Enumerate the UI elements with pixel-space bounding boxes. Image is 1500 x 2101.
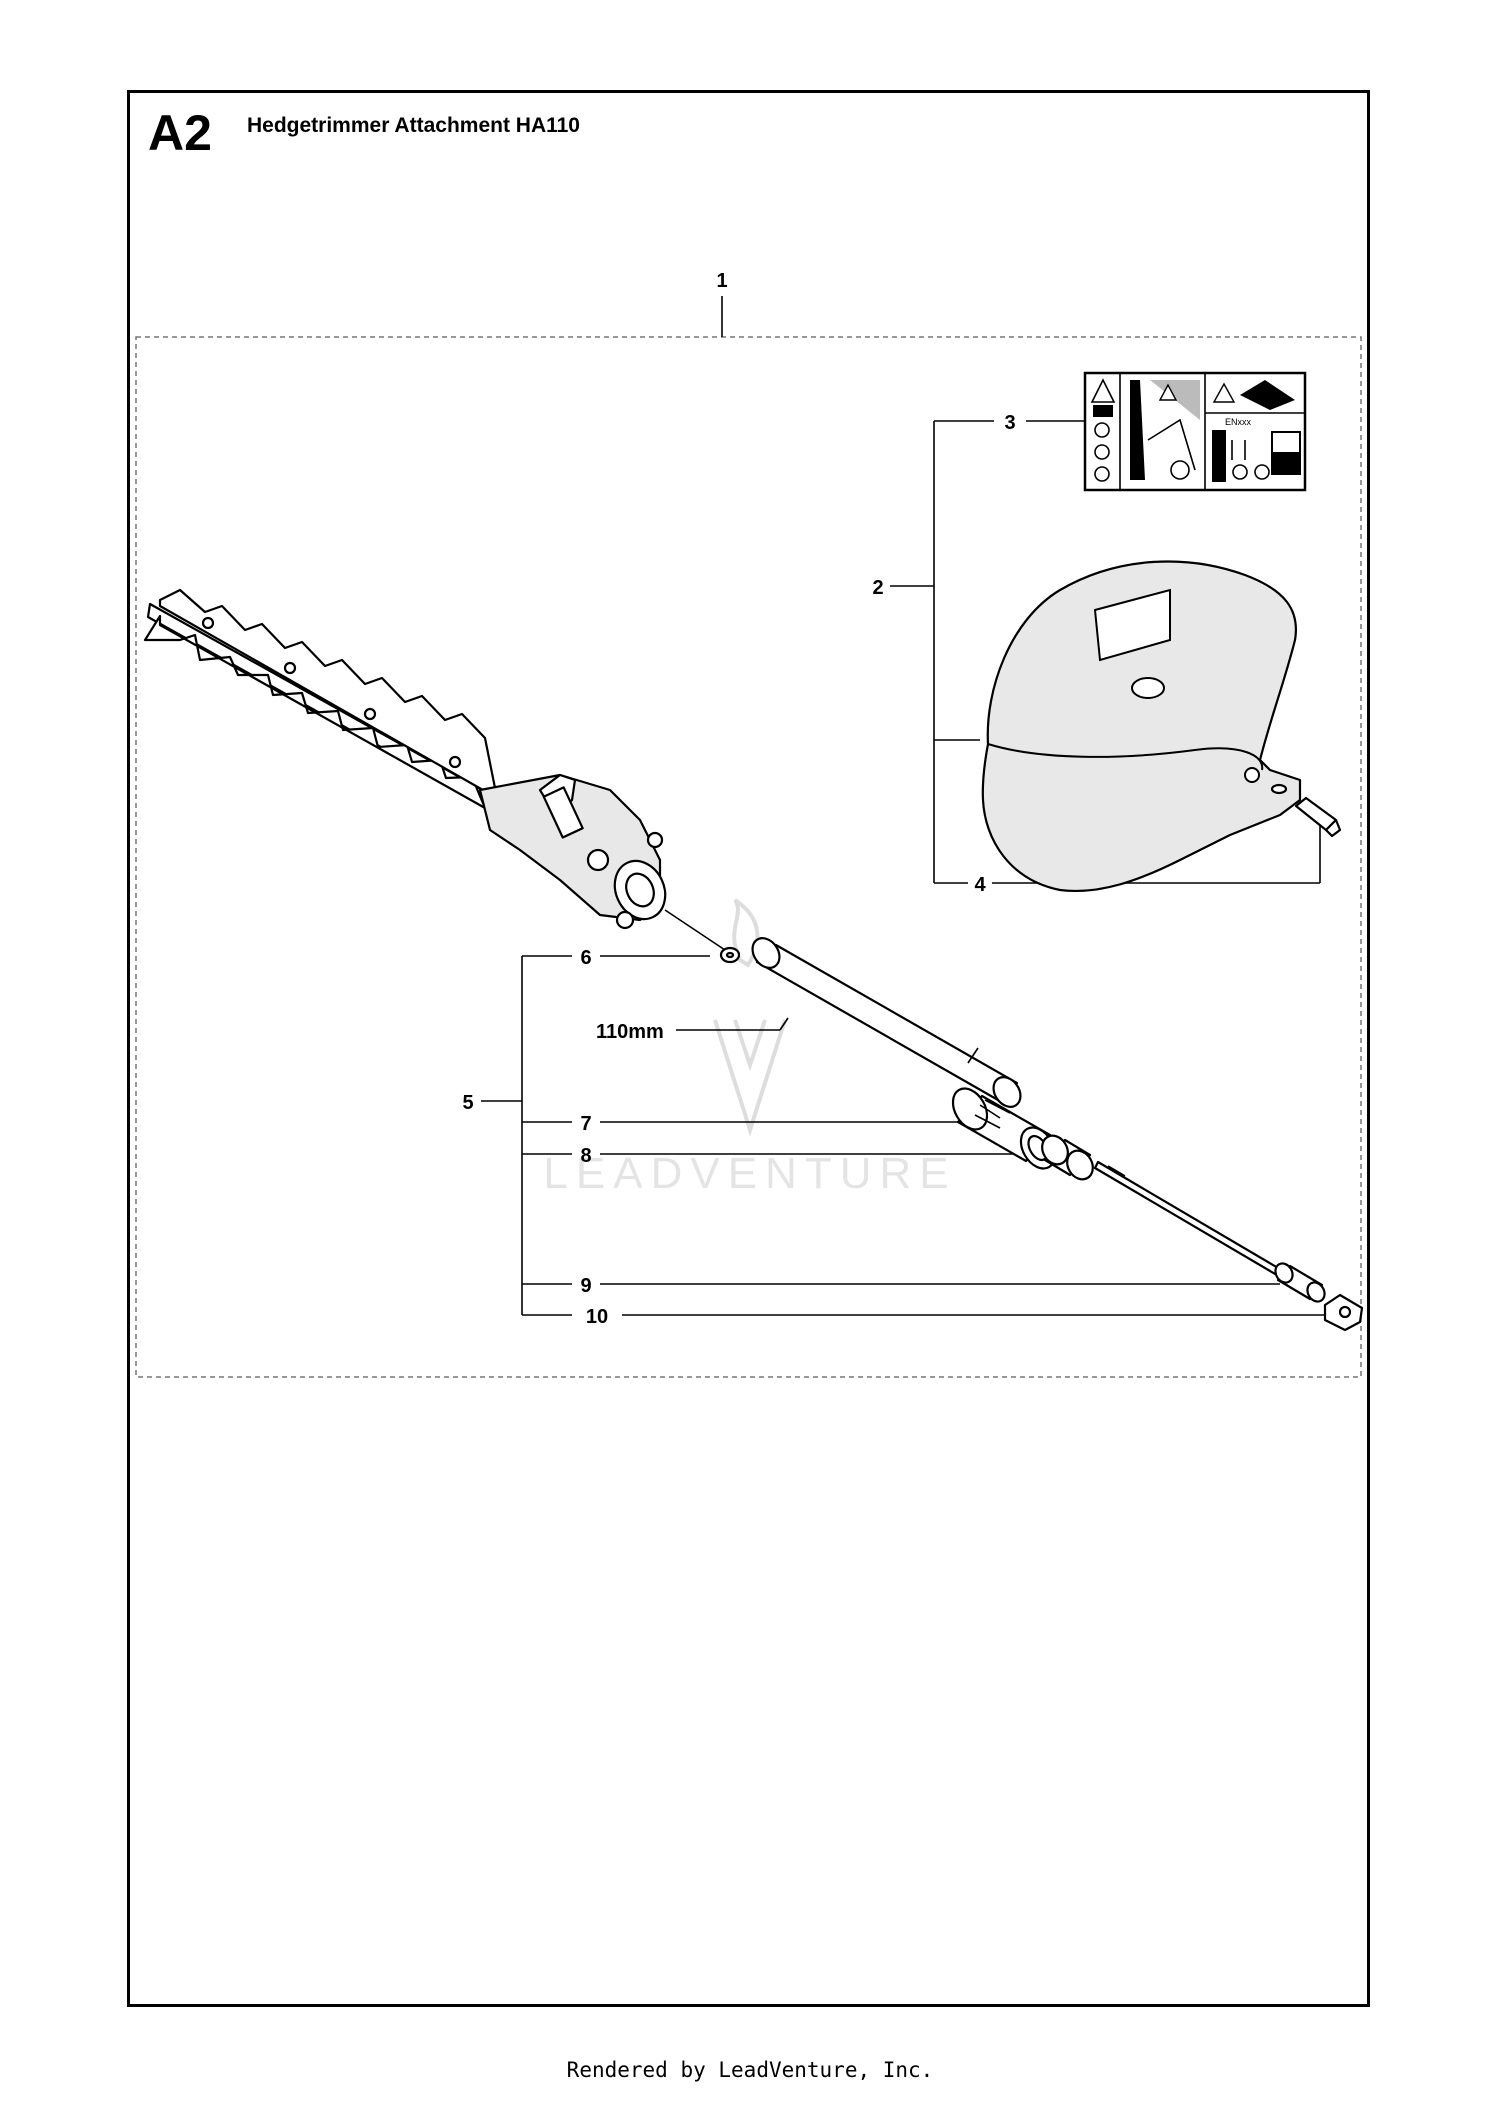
svg-text:ENxxx: ENxxx: [1225, 417, 1252, 427]
callout-6: 6: [580, 947, 591, 969]
section-code: A2: [148, 105, 212, 161]
callout-3: 3: [1004, 412, 1015, 434]
page-frame: [127, 90, 1370, 2007]
watermark-text: LEADVENTURE: [543, 1149, 956, 1198]
callout-10: 10: [586, 1306, 608, 1328]
watermark-logo: [713, 898, 787, 1137]
warning-decal: ENxxx: [1083, 371, 1307, 492]
bushing: [1041, 1134, 1094, 1181]
blade-guard: [981, 560, 1302, 893]
callout-5: 5: [462, 1092, 473, 1114]
sleeve: [1274, 1262, 1326, 1303]
shaft-tube: [751, 937, 1022, 1108]
assembly-boundary: [135, 336, 1362, 1378]
dimension-label: 110mm: [596, 1021, 664, 1043]
bearing: [951, 1087, 1057, 1170]
callout-8: 8: [580, 1145, 591, 1167]
callout-9: 9: [580, 1275, 591, 1297]
gear-head: [478, 773, 667, 930]
screw: [1270, 783, 1342, 838]
footer-text: Rendered by LeadVenture, Inc.: [566, 2058, 934, 2082]
callout-1: 1: [716, 270, 727, 292]
drive-shaft: [1093, 1160, 1292, 1283]
section-title: Hedgetrimmer Attachment HA110: [247, 114, 580, 137]
callout-7: 7: [580, 1113, 591, 1135]
callout-4: 4: [974, 874, 986, 896]
hedgetrimmer-blade: [143, 588, 499, 810]
callout-2: 2: [872, 577, 883, 599]
nut: [1323, 1293, 1364, 1332]
